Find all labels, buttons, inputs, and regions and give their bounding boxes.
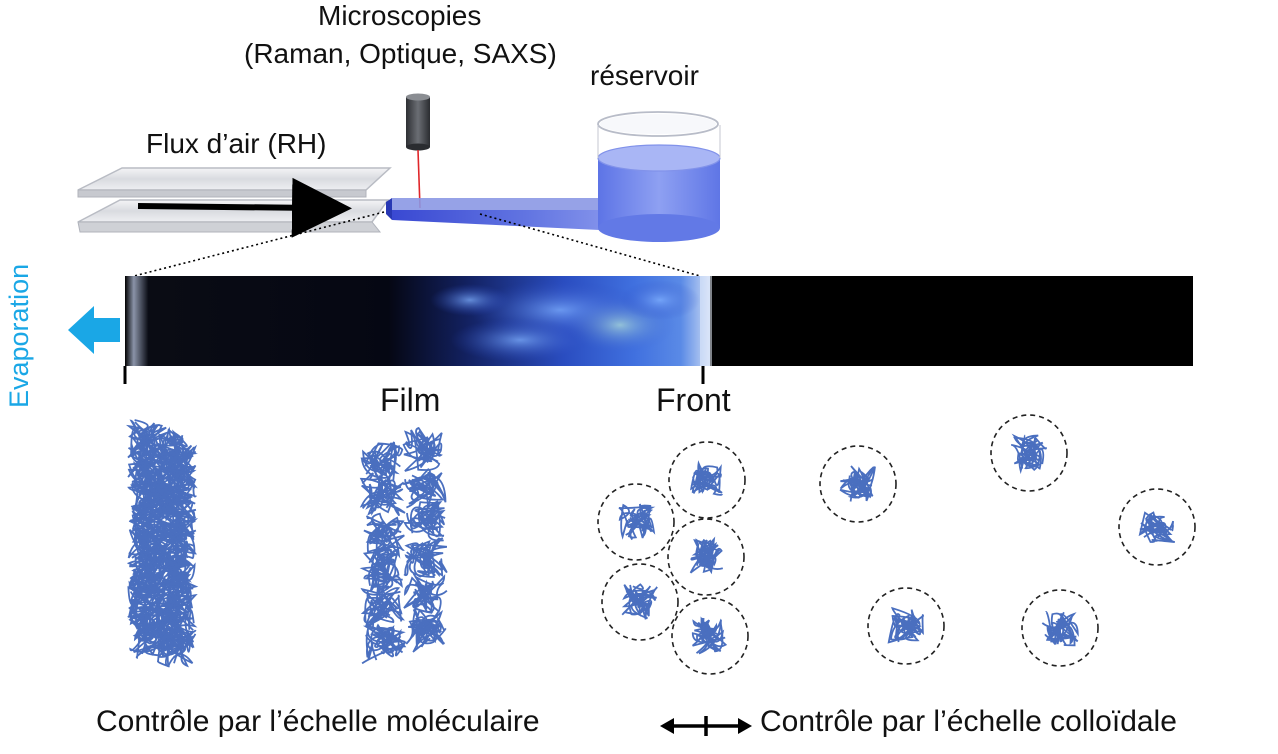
polymer-coil-film	[403, 537, 448, 578]
molecular-control-label: Contrôle par l’échelle moléculaire	[96, 705, 540, 738]
reservoir-beaker	[597, 111, 721, 242]
polymer-coil-colloid	[691, 616, 728, 655]
colloid-shell	[671, 597, 749, 675]
polymer-coil-film	[359, 547, 403, 594]
air-flow-label: Flux d’air (RH)	[146, 128, 327, 159]
colloid-shell	[1021, 589, 1099, 667]
polymer-coil-film	[403, 500, 446, 542]
colloid-shell	[819, 445, 897, 523]
polymer-coil-colloid	[689, 536, 724, 575]
colloid-shell	[990, 414, 1068, 492]
microscope-objective	[406, 93, 430, 209]
polymer-coil-colloid	[618, 503, 656, 541]
air-flow-arrow	[137, 177, 352, 238]
microscopies-subtitle: (Raman, Optique, SAXS)	[244, 38, 557, 69]
film-label: Film	[380, 382, 441, 418]
polymer-coil-colloid	[690, 460, 723, 496]
colloid-shell	[867, 587, 945, 665]
polymer-coil-film	[402, 468, 447, 509]
zoom-line-right	[479, 213, 701, 277]
polymer-coil-film	[361, 623, 407, 665]
colloid-shell	[601, 563, 679, 641]
polymer-coil-colloid	[839, 465, 876, 502]
evaporation-label: Evaporation	[4, 263, 34, 408]
polymer-coil-colloid	[887, 606, 925, 644]
reservoir-label: réservoir	[590, 60, 699, 91]
polymer-coil-film	[402, 426, 443, 472]
polymer-coil-film	[363, 512, 405, 559]
colloid-shell	[667, 518, 745, 596]
colloid-shell	[597, 483, 675, 561]
polymer-coil-colloid	[1010, 433, 1047, 475]
polymer-coil-film	[403, 573, 448, 614]
polymer-coil-colloid	[1041, 611, 1079, 647]
microscopies-title: Microscopies	[318, 0, 482, 31]
microfluidic-channel	[386, 198, 640, 232]
air-flow-channel	[77, 167, 392, 238]
colloidal-control-label: Contrôle par l’échelle colloïdale	[760, 705, 1177, 738]
polymer-coil-dense	[156, 626, 194, 668]
zoom-line-left	[133, 211, 385, 277]
colloid-shell	[668, 441, 746, 519]
polymer-coil-film	[359, 474, 406, 517]
polymer-coil-film	[360, 585, 405, 629]
polymer-coils	[125, 414, 1196, 675]
evaporation-arrow-icon	[68, 306, 120, 354]
polymer-coil-film	[360, 441, 404, 485]
front-label: Front	[656, 382, 731, 418]
microscopy-image-band	[125, 276, 1193, 366]
double-arrow-icon	[660, 716, 752, 736]
polymer-coil-colloid	[621, 583, 658, 620]
polymer-coil-colloid	[1138, 511, 1176, 543]
polymer-coil-film	[405, 606, 447, 653]
colloid-shell	[1118, 488, 1196, 566]
